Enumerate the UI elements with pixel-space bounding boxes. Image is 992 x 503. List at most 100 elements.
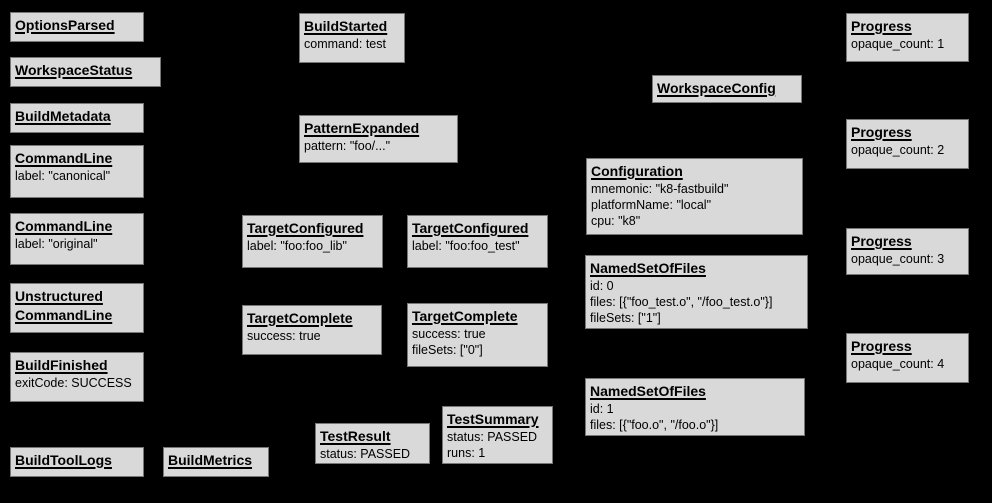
workspace-status-event: WorkspaceStatus [10, 57, 161, 87]
event-field: pattern: "foo/..." [304, 139, 391, 153]
progress-4-event: Progress opaque_count: 4 [846, 333, 969, 383]
test-summary-event: TestSummary status: PASSED runs: 1 [442, 406, 553, 464]
event-node-fields: opaque_count: 1 [851, 36, 964, 52]
build-metrics-event: BuildMetrics [163, 447, 269, 477]
event-title-line: CommandLine [15, 217, 139, 236]
event-title-line: BuildFinished [15, 356, 139, 375]
pattern-expanded-event: PatternExpanded pattern: "foo/..." [299, 115, 458, 163]
event-field: label: "canonical" [15, 169, 111, 183]
command-line-canonical-event: CommandLine label: "canonical" [10, 145, 144, 198]
target-complete-foo-lib-event: TargetComplete success: true [242, 305, 382, 355]
event-node-title: BuildMetrics [168, 451, 264, 470]
event-node-title: Configuration [591, 162, 798, 181]
event-node-title: NamedSetOfFiles [590, 382, 800, 401]
event-title-line: WorkspaceStatus [15, 61, 156, 80]
event-node-title: TargetComplete [247, 309, 377, 328]
event-node-fields: label: "canonical" [15, 168, 139, 184]
event-title-text: Progress [851, 338, 912, 354]
event-field: id: 0 [590, 279, 614, 293]
event-field: fileSets: ["0"] [412, 343, 483, 357]
event-node-fields: status: PASSED [320, 446, 425, 462]
event-field: platformName: "local" [591, 198, 712, 212]
event-field: runs: 1 [447, 446, 486, 460]
event-title-text: PatternExpanded [304, 120, 420, 136]
command-line-original-event: CommandLine label: "original" [10, 213, 144, 265]
event-title-text: BuildToolLogs [15, 452, 112, 468]
event-title-text: OptionsParsed [15, 17, 115, 33]
event-title-line: TargetComplete [412, 307, 543, 326]
event-node-title: TargetConfigured [247, 219, 378, 238]
event-field: fileSets: ["1"] [590, 311, 661, 325]
event-field: opaque_count: 2 [851, 143, 945, 157]
event-node-title: TargetComplete [412, 307, 543, 326]
event-node-title: TestResult [320, 427, 425, 446]
event-node-title: PatternExpanded [304, 119, 453, 138]
event-title-text: TestSummary [447, 411, 539, 427]
progress-1-event: Progress opaque_count: 1 [846, 13, 969, 62]
event-node-fields: opaque_count: 3 [851, 251, 964, 267]
event-node-fields: status: PASSED runs: 1 [447, 429, 548, 461]
event-field: label: "foo:foo_lib" [247, 239, 347, 253]
event-title-line: Progress [851, 232, 964, 251]
build-tool-logs-event: BuildToolLogs [10, 447, 144, 477]
event-title-line: Unstructured [15, 287, 139, 306]
event-title-text: TargetComplete [412, 308, 518, 324]
event-node-title: BuildStarted [304, 17, 400, 36]
event-title-text: Progress [851, 233, 912, 249]
progress-2-event: Progress opaque_count: 2 [846, 119, 969, 169]
event-title-text: BuildStarted [304, 18, 388, 34]
event-node-fields: opaque_count: 2 [851, 142, 964, 158]
event-field: files: [{"foo_test.o", "/foo_test.o"}] [590, 295, 773, 309]
event-node-fields: label: "foo:foo_lib" [247, 238, 378, 254]
event-title-text: TestResult [320, 428, 391, 444]
event-title-text: CommandLine [15, 307, 113, 323]
event-title-text: Progress [851, 124, 912, 140]
event-node-title: WorkspaceConfig [657, 79, 797, 98]
event-node-fields: id: 0 files: [{"foo_test.o", "/foo_test.o… [590, 278, 803, 326]
event-node-fields: mnemonic: "k8-fastbuild" platformName: "l… [591, 181, 798, 229]
event-node-title: CommandLine [15, 217, 139, 236]
event-title-line: Progress [851, 17, 964, 36]
event-title-text: NamedSetOfFiles [590, 260, 706, 276]
event-title-line: NamedSetOfFiles [590, 259, 803, 278]
event-node-fields: exitCode: SUCCESS [15, 375, 139, 391]
options-parsed-event: OptionsParsed [10, 12, 144, 42]
event-title-line: TargetConfigured [412, 219, 543, 238]
event-title-line: CommandLine [15, 149, 139, 168]
build-finished-event: BuildFinished exitCode: SUCCESS [10, 352, 144, 402]
event-node-fields: opaque_count: 4 [851, 356, 964, 372]
event-title-line: BuildMetadata [15, 107, 139, 126]
event-field: opaque_count: 1 [851, 37, 945, 51]
named-set-of-files-0-event: NamedSetOfFiles id: 0 files: [{"foo_test.… [585, 255, 808, 329]
event-node-fields: success: true fileSets: ["0"] [412, 326, 543, 358]
event-title-line: TestResult [320, 427, 425, 446]
event-title-text: TargetComplete [247, 310, 353, 326]
event-node-fields: id: 1 files: [{"foo.o", "/foo.o"}] [590, 401, 800, 433]
event-node-title: Progress [851, 337, 964, 356]
event-node-title: TestSummary [447, 410, 548, 429]
event-title-text: WorkspaceConfig [657, 80, 776, 96]
build-metadata-event: BuildMetadata [10, 103, 144, 133]
event-field: id: 1 [590, 402, 614, 416]
event-field: mnemonic: "k8-fastbuild" [591, 182, 729, 196]
event-field: status: PASSED [447, 430, 538, 444]
event-node-fields: label: "original" [15, 236, 139, 252]
target-configured-foo-lib-event: TargetConfigured label: "foo:foo_lib" [242, 215, 383, 268]
configuration-event: Configuration mnemonic: "k8-fastbuild" pl… [586, 158, 803, 235]
event-title-text: NamedSetOfFiles [590, 383, 706, 399]
event-title-line: TargetComplete [247, 309, 377, 328]
event-title-text: CommandLine [15, 150, 113, 166]
event-field: success: true [412, 327, 486, 341]
event-node-title: BuildFinished [15, 356, 139, 375]
event-title-line: Progress [851, 123, 964, 142]
event-title-line: BuildStarted [304, 17, 400, 36]
event-node-title: Progress [851, 17, 964, 36]
event-title-line: Configuration [591, 162, 798, 181]
event-node-title: WorkspaceStatus [15, 61, 156, 80]
build-started-event: BuildStarted command: test [299, 13, 405, 63]
event-node-title: Progress [851, 123, 964, 142]
event-title-line: OptionsParsed [15, 16, 139, 35]
event-title-line: TestSummary [447, 410, 548, 429]
event-field: files: [{"foo.o", "/foo.o"}] [590, 418, 719, 432]
